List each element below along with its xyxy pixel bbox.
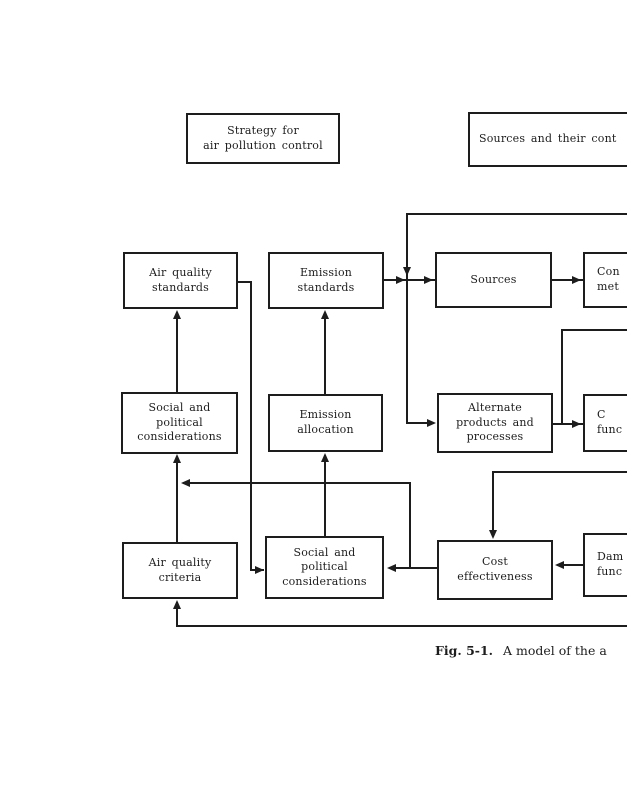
arrowhead-up-icon: [173, 310, 181, 319]
connector-aqs-drop-v: [250, 281, 252, 571]
arrowhead-up-icon: [173, 600, 181, 609]
social-political-upper-box: Social and political considerations: [121, 392, 238, 454]
arrowhead-right-icon: [396, 276, 405, 284]
control-methods-box-cut: Con met: [583, 252, 627, 308]
connector-sp-to-aqs: [176, 313, 178, 392]
connector-feedback-mid-h: [183, 482, 411, 484]
connector-splower-to-ea: [324, 455, 326, 536]
damage-functions-box-cut: Dam func: [583, 533, 627, 597]
connector-ea-to-emstd: [324, 313, 326, 394]
connector-aqs-stub: [238, 281, 252, 283]
figure-caption: Fig. 5-1. A model of the a: [435, 643, 627, 658]
figure-caption-label: Fig. 5-1.: [435, 643, 494, 658]
emission-standards-box: Emission standards: [268, 252, 384, 309]
connector-bottom-feedback-h: [176, 625, 627, 627]
connector-altprod-to-costfunc: [553, 423, 583, 425]
connector-costfunc-drop-h: [561, 329, 627, 331]
arrowhead-up-icon: [321, 310, 329, 319]
connector-costfunc-drop-v: [561, 330, 563, 425]
connector-ce-feedback-h: [492, 471, 627, 473]
arrowhead-right-icon: [427, 419, 436, 427]
arrowhead-right-icon: [572, 276, 581, 284]
connector-top-feedback-v: [406, 213, 408, 424]
arrowhead-up-icon: [173, 454, 181, 463]
arrowhead-left-icon: [387, 564, 396, 572]
connector-top-feedback-h: [406, 213, 627, 215]
connector-ce-to-splower: [390, 567, 437, 569]
arrowhead-down-icon: [403, 267, 411, 276]
arrowhead-right-icon: [424, 276, 433, 284]
connector-df-to-ce: [557, 564, 583, 566]
connector-aqc-to-sp: [176, 457, 178, 542]
connector-to-alternate-products: [406, 422, 433, 424]
connector-emstd-to-sources: [384, 279, 435, 281]
arrowhead-left-icon: [555, 561, 564, 569]
sources-control-title-box: Sources and their cont: [468, 112, 627, 167]
air-quality-criteria-box: Air quality criteria: [122, 542, 238, 599]
air-quality-standards-box: Air quality standards: [123, 252, 238, 309]
connector-sources-to-control: [552, 279, 583, 281]
arrowhead-down-icon: [489, 530, 497, 539]
arrowhead-up-icon: [321, 453, 329, 462]
connector-bottom-feedback-v: [176, 602, 178, 627]
strategy-title-box: Strategy for air pollution control: [186, 113, 340, 164]
connector-ce-feedback-v: [492, 471, 494, 533]
connector-feedback-mid-v: [409, 482, 411, 569]
emission-allocation-box: Emission allocation: [268, 394, 383, 452]
social-political-lower-box: Social and political considerations: [265, 536, 384, 599]
figure-caption-text: A model of the a: [503, 643, 607, 658]
alternate-products-box: Alternate products and processes: [437, 393, 553, 453]
arrowhead-left-icon: [181, 479, 190, 487]
sources-box: Sources: [435, 252, 552, 308]
cost-effectiveness-box: Cost effectiveness: [437, 540, 553, 600]
cost-functions-box-cut: C func: [583, 394, 627, 452]
arrowhead-right-icon: [572, 420, 581, 428]
arrowhead-right-icon: [255, 566, 264, 574]
